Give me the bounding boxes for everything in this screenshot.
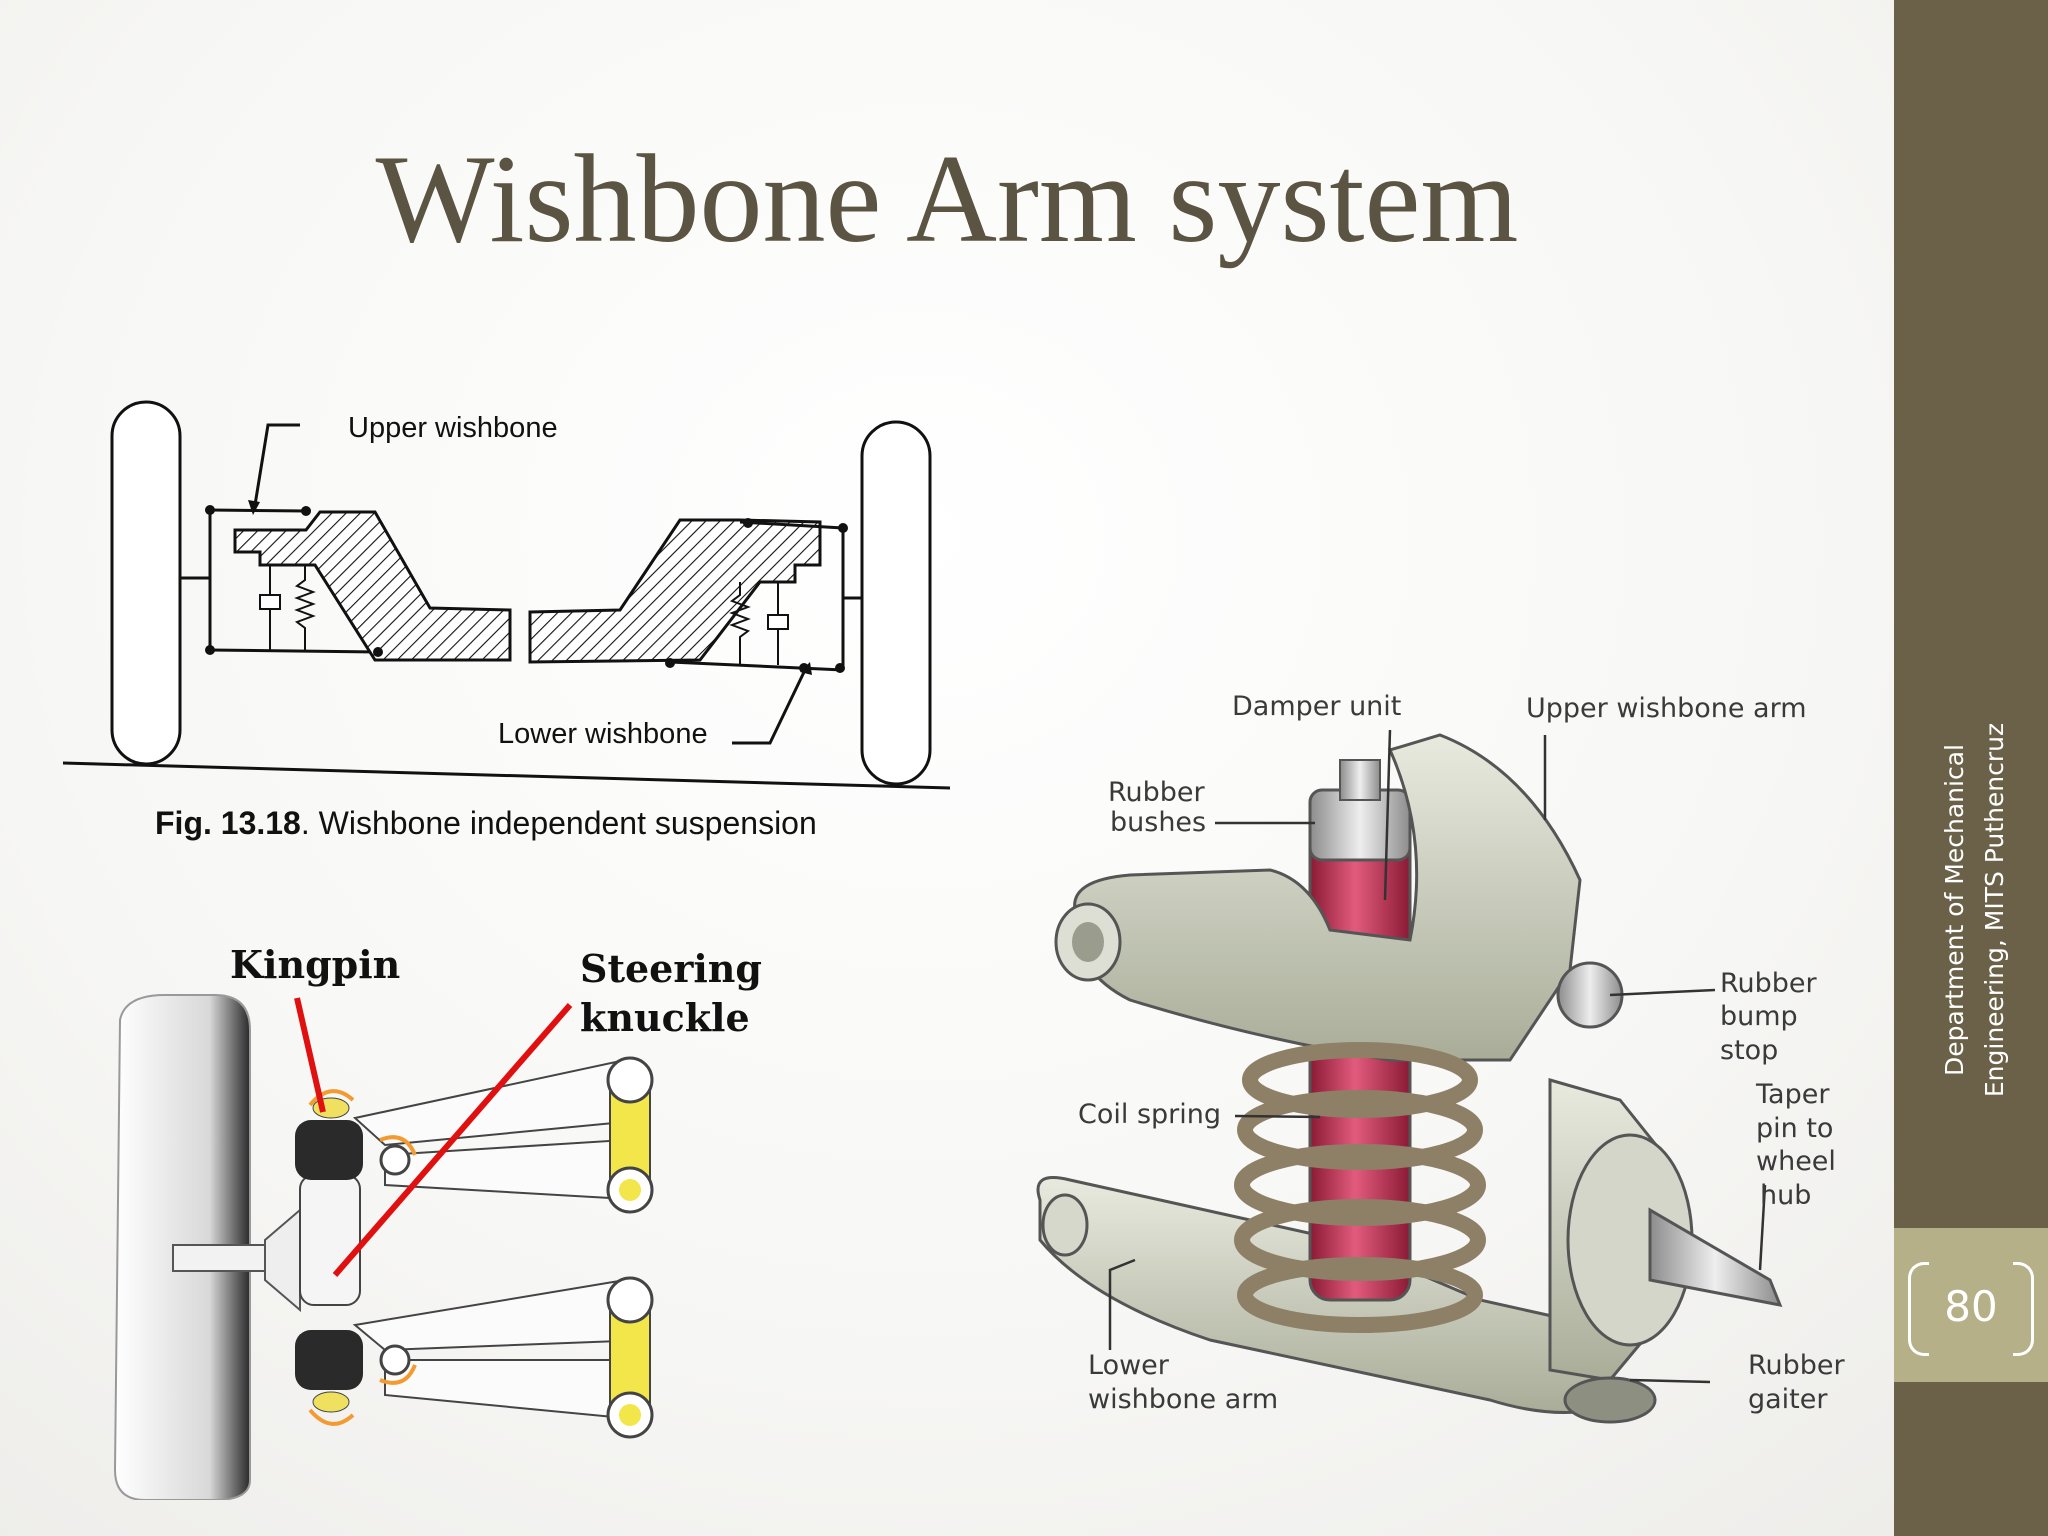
page-number-panel <box>1894 1228 2048 1382</box>
suspension-illustration: Damper unit Upper wishbone arm Rubber bu… <box>1010 680 1870 1460</box>
rubber-gaiter-label-1: Rubber <box>1748 1350 1845 1381</box>
knuckle-label: knuckle <box>580 995 750 1040</box>
upper-ball-joint <box>295 1120 363 1180</box>
rubber-gaiter-shape <box>1563 1376 1657 1424</box>
taper-label-2: pin to <box>1756 1113 1834 1144</box>
bracket-right <box>2013 1262 2034 1356</box>
department-label: Department of Mechanical Engineering, MI… <box>1935 700 2015 1120</box>
upper-arm-label: Upper wishbone arm <box>1526 693 1807 724</box>
kingpin-leader <box>294 997 326 1113</box>
caption-number: Fig. 13.18 <box>155 805 301 841</box>
taper-label-4: hub <box>1760 1180 1812 1211</box>
rubber-bushes-label-1: Rubber <box>1108 777 1205 808</box>
rubber-bushes-label-2: bushes <box>1110 807 1207 838</box>
kingpin-drawing <box>113 994 654 1501</box>
lower-arm-label-1: Lower <box>1088 1350 1169 1381</box>
bracket-left <box>1908 1262 1929 1356</box>
rubber-gaiter-label-2: gaiter <box>1748 1384 1828 1415</box>
suspension-drawing <box>1036 729 1783 1424</box>
caption-text: . Wishbone independent suspension <box>300 805 817 841</box>
left-wheel <box>110 400 182 766</box>
knuckle-leader <box>332 1003 573 1277</box>
page-number-box: 80 <box>1908 1262 2034 1356</box>
lower-ball-joint <box>295 1330 363 1390</box>
taper-pin <box>1648 1207 1783 1307</box>
page-number: 80 <box>1944 1282 1998 1331</box>
taper-label-1: Taper <box>1756 1079 1830 1110</box>
wishbone-schematic-figure: Upper wishbone Lower wishbone Fig. 13.18… <box>60 360 960 860</box>
bump-stop-label-2: bump <box>1720 1001 1798 1032</box>
upper-wishbone-label: Upper wishbone <box>348 412 558 444</box>
bump-stop-label-1: Rubber <box>1720 968 1817 999</box>
right-wheel <box>860 420 932 786</box>
bump-stop-label-3: stop <box>1720 1035 1779 1066</box>
schematic-drawing <box>62 400 951 790</box>
right-hatched-body <box>528 518 822 664</box>
lower-arm-label-2: wishbone arm <box>1088 1384 1279 1415</box>
kingpin-figure: Kingpin Steering knuckle <box>85 940 785 1501</box>
upper-arm-shape <box>1073 733 1582 1062</box>
left-hatched-body <box>233 510 512 662</box>
coil-spring-label: Coil spring <box>1078 1099 1222 1130</box>
damper-unit-label: Damper unit <box>1232 691 1402 722</box>
lower-wishbone-label: Lower wishbone <box>498 718 708 750</box>
coil-spring <box>1234 1042 1486 1333</box>
kingpin-label: Kingpin <box>230 942 401 987</box>
steering-label: Steering <box>580 946 763 991</box>
taper-label-3: wheel <box>1756 1146 1836 1177</box>
ground-line <box>62 761 951 790</box>
knuckle-body <box>299 1174 361 1306</box>
slide-title: Wishbone Arm system <box>375 130 1519 269</box>
figure-caption: Fig. 13.18. Wishbone independent suspens… <box>155 805 817 842</box>
department-text: Department of Mechanical Engineering, MI… <box>1940 722 2009 1098</box>
